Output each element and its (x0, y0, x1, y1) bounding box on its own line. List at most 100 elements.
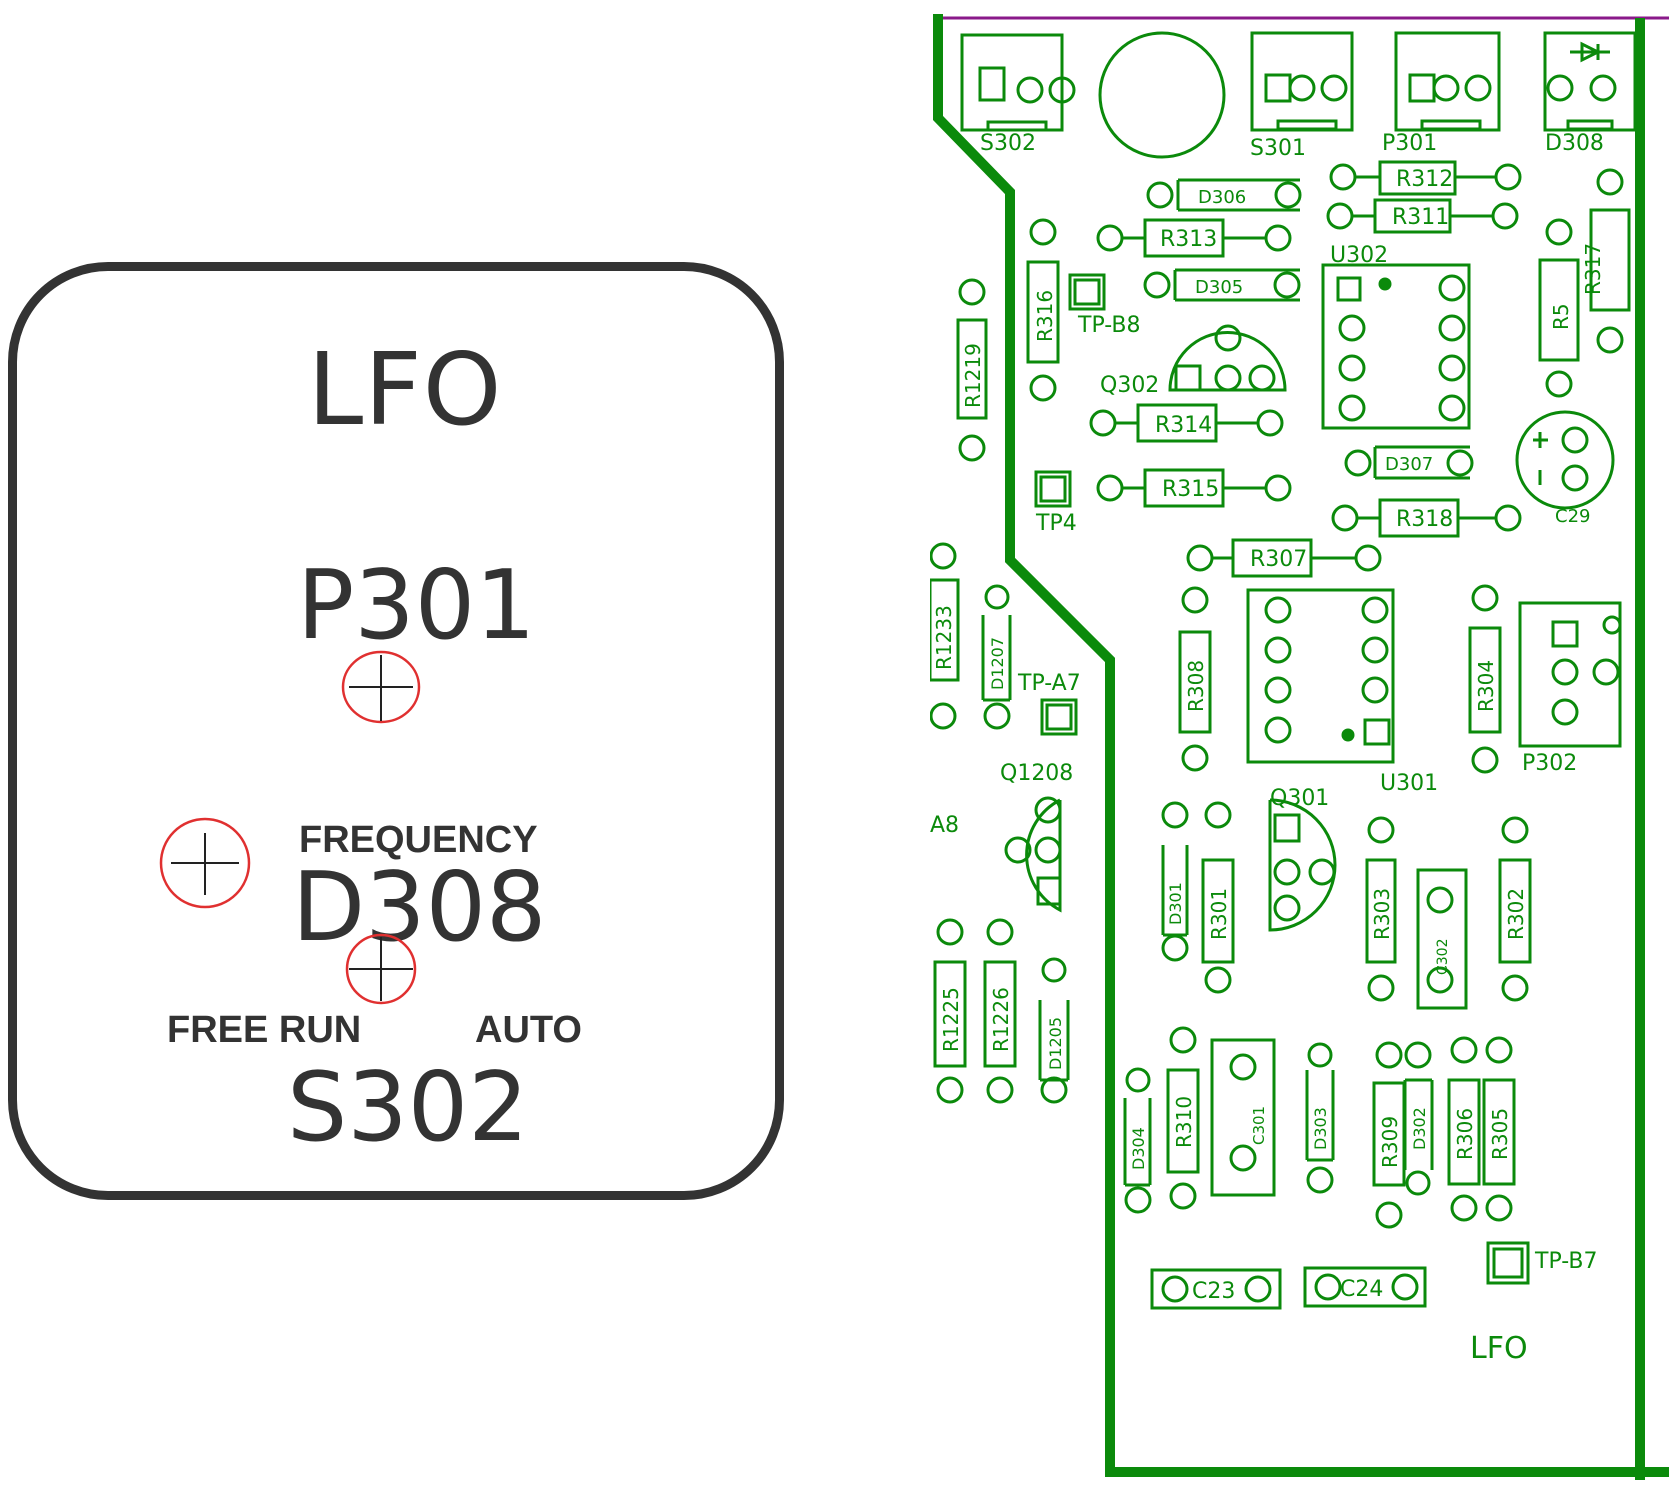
tp4 (1034, 470, 1072, 508)
pcb-label-r318: R318 (1396, 507, 1453, 532)
pcb-label-c23: C23 (1192, 1279, 1235, 1304)
d302 (1403, 1041, 1434, 1196)
pcb-label-r313: R313 (1160, 227, 1217, 252)
r1225 (933, 918, 967, 1104)
c302 (1210, 1038, 1276, 1197)
pcb-label-c24: C24 (1340, 1277, 1383, 1302)
c29 (1515, 410, 1615, 510)
pcb-label-r304: R304 (1474, 660, 1498, 712)
pcb-label-s301: S301 (1250, 136, 1306, 161)
pcb-label-tp-a7: TP-A7 (1017, 671, 1081, 696)
r304 (1468, 584, 1502, 774)
pcb-label-d1207: D1207 (988, 637, 1007, 690)
pcb-label-tp-b8: TP-B8 (1077, 313, 1140, 338)
pcb-label-c301: C302 (1435, 939, 1451, 976)
r311 (1326, 198, 1519, 234)
pcb-label-r1233: R1233 (932, 605, 956, 670)
lfo-panel: LFO P301 FREQUENCY D308 FREE RUN AUTO S3… (8, 262, 784, 1200)
pcb-label-q301: Q301 (1270, 786, 1329, 811)
r1226 (983, 918, 1017, 1104)
d305 (1143, 268, 1301, 302)
u302 (1321, 263, 1471, 430)
p302 (1518, 601, 1622, 748)
q302 (1168, 324, 1287, 392)
d1205 (1038, 957, 1070, 1104)
s302-label: S302 (287, 1053, 529, 1163)
pcb-label-tp4: TP4 (1035, 511, 1077, 536)
pcb-section-label: LFO (1470, 1331, 1528, 1366)
d306 (1146, 178, 1302, 212)
frequency-caption: FREQUENCY (299, 819, 538, 861)
tp-b8 (1068, 273, 1106, 311)
pcb-label-p301: P301 (1382, 131, 1437, 156)
pcb-label-d307: D307 (1385, 454, 1433, 475)
d308-crosshair-icon[interactable] (157, 815, 253, 911)
r301 (1201, 801, 1235, 994)
panel-title: LFO (307, 331, 503, 448)
r316 (1026, 218, 1060, 402)
pcb-label-p302: P302 (1522, 751, 1577, 776)
pcb-label-d308: D308 (1545, 131, 1604, 156)
pcb-label-r5: R5 (1549, 303, 1573, 330)
pcb-label-r314: R314 (1155, 413, 1212, 438)
pcb-layout: S302 S301 P301 D308 R312 R311 R313 R314 … (930, 14, 1669, 1480)
r1233 (930, 542, 960, 730)
pcb-label-r307: R307 (1250, 547, 1307, 572)
r307 (1186, 538, 1382, 578)
c24 (1303, 1266, 1427, 1308)
r308 (1178, 586, 1212, 772)
r314 (1089, 403, 1284, 443)
pcb-label-d306: D306 (1198, 187, 1246, 208)
pcb-label-a8: A8 (930, 813, 959, 838)
pcb-label-c29: C29 (1555, 506, 1590, 527)
r5 (1538, 218, 1580, 398)
pcb-label-r1219: R1219 (961, 343, 985, 408)
pcb-label-d305: D305 (1195, 277, 1243, 298)
pcb-label-u302: U302 (1330, 243, 1388, 268)
pcb-label-r311: R311 (1392, 205, 1449, 230)
pcb-label-d302: D302 (1410, 1107, 1429, 1150)
pcb-label-d301: D301 (1166, 882, 1185, 925)
pcb-label-r310: R310 (1172, 1096, 1196, 1148)
d308-footprint (1543, 31, 1637, 132)
pcb-label-q302: Q302 (1100, 373, 1159, 398)
pcb-label-r312: R312 (1396, 167, 1453, 192)
pcb-label-tp-b7: TP-B7 (1534, 1249, 1597, 1274)
pcb-label-r1226: R1226 (989, 987, 1013, 1052)
r305 (1482, 1036, 1516, 1222)
d301 (1161, 801, 1189, 962)
pcb-label-r309: R309 (1378, 1116, 1402, 1168)
r1219 (956, 278, 988, 462)
d303 (1305, 1042, 1335, 1194)
r315 (1096, 468, 1292, 508)
pcb-label-r305: R305 (1488, 1108, 1512, 1160)
s301-footprint (1250, 31, 1354, 132)
d304 (1123, 1067, 1152, 1214)
p301-label: P301 (297, 551, 536, 661)
r313 (1096, 218, 1292, 258)
pcb-label-d1205: D1205 (1046, 1017, 1065, 1070)
r312 (1329, 160, 1522, 196)
pcb-label-r308: R308 (1184, 660, 1208, 712)
auto-caption: AUTO (475, 1009, 582, 1051)
s302-footprint (960, 33, 1076, 132)
pcb-label-r1225: R1225 (939, 987, 963, 1052)
pcb-label-s302: S302 (980, 131, 1036, 156)
r303 (1365, 816, 1397, 1002)
pcb-label-q1208: Q1208 (1000, 761, 1073, 786)
pcb-label-r303: R303 (1370, 888, 1394, 940)
p301-crosshair-icon[interactable] (339, 647, 423, 727)
pcb-label-r315: R315 (1162, 477, 1219, 502)
c301 (1416, 868, 1468, 1010)
s302-crosshair-icon[interactable] (343, 931, 419, 1007)
r306 (1447, 1036, 1481, 1222)
ground-trace (933, 14, 1669, 1477)
d1207 (981, 584, 1012, 730)
u301 (1246, 588, 1395, 764)
r318 (1331, 498, 1522, 538)
pcb-label-d303: D303 (1311, 1107, 1330, 1150)
pcb-label-r301: R301 (1207, 888, 1231, 940)
free-run-caption: FREE RUN (167, 1009, 362, 1051)
r310 (1166, 1026, 1200, 1210)
tp-a7 (1040, 698, 1078, 736)
